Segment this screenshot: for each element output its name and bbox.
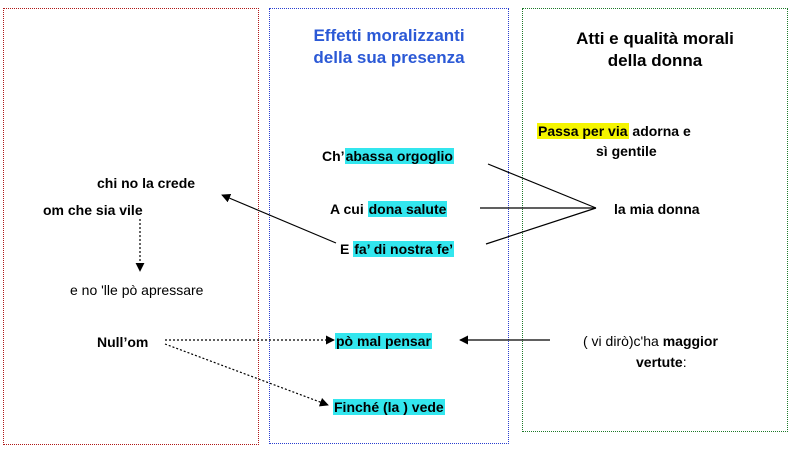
right-heading-line2: della donna (607, 51, 703, 70)
line-la-mia-donna-to-abassa (487, 163, 597, 209)
arrow-fa-to-chi-no-la-crede (221, 193, 337, 244)
text-dona-salute: A cui dona salute (330, 201, 448, 218)
text-maggior: maggior (662, 333, 718, 349)
left-panel (3, 8, 259, 445)
right-heading-line1: Atti e qualità morali (576, 29, 734, 48)
text-e-no-lle-po-apressare: e no 'lle pò apressare (70, 282, 204, 298)
text-adorna-e: adorna e (628, 123, 691, 139)
text-fa-di-nostra-fe-prefix: E (340, 241, 354, 257)
highlight-abassa-orgoglio: abassa orgoglio (344, 148, 454, 164)
text-abassa-orgoglio-prefix: Ch’ (322, 148, 345, 164)
text-si-gentile: sì gentile (596, 143, 657, 159)
highlight-finche-la-vede: Finché (la ) vede (333, 399, 445, 415)
text-dona-salute-prefix: A cui (330, 201, 368, 217)
text-om-che-sia-vile: om che sia vile (43, 202, 143, 218)
middle-heading-line2: della sua presenza (313, 48, 465, 67)
text-passa-per-via: Passa per via adorna e (537, 123, 691, 140)
line-la-mia-donna-to-fa (485, 207, 597, 245)
text-vertute: vertute: (636, 354, 687, 371)
text-fa-di-nostra-fe: E fa’ di nostra fe’ (340, 241, 455, 258)
highlight-dona-salute: dona salute (367, 201, 448, 217)
text-vertute-colon: : (682, 354, 687, 370)
highlight-po-mal-pensar: pò mal pensar (335, 333, 432, 349)
text-chi-no-la-crede: chi no la crede (97, 175, 196, 191)
right-panel (522, 8, 788, 432)
text-po-mal-pensar: pò mal pensar (335, 333, 432, 350)
text-null-om: Null’om (97, 334, 149, 350)
right-heading: Atti e qualità morali della donna (525, 28, 785, 72)
text-vi-diro-maggior: ( vi dirò)c'ha maggior (583, 333, 718, 350)
text-vertute-word: vertute (636, 354, 683, 370)
middle-panel (269, 8, 509, 444)
arrow-null-om-to-finche (164, 343, 329, 407)
middle-heading-line1: Effetti moralizzanti (313, 26, 465, 45)
text-vi-diro: ( vi dirò)c'ha (583, 333, 663, 349)
text-abassa-orgoglio: Ch’abassa orgoglio (322, 148, 454, 165)
text-finche-la-vede: Finché (la ) vede (333, 399, 445, 416)
middle-heading: Effetti moralizzanti della sua presenza (272, 25, 506, 69)
highlight-fa-di-nostra-fe: fa’ di nostra fe’ (353, 241, 455, 257)
text-la-mia-donna: la mia donna (614, 201, 700, 217)
highlight-passa-per-via: Passa per via (537, 123, 629, 139)
